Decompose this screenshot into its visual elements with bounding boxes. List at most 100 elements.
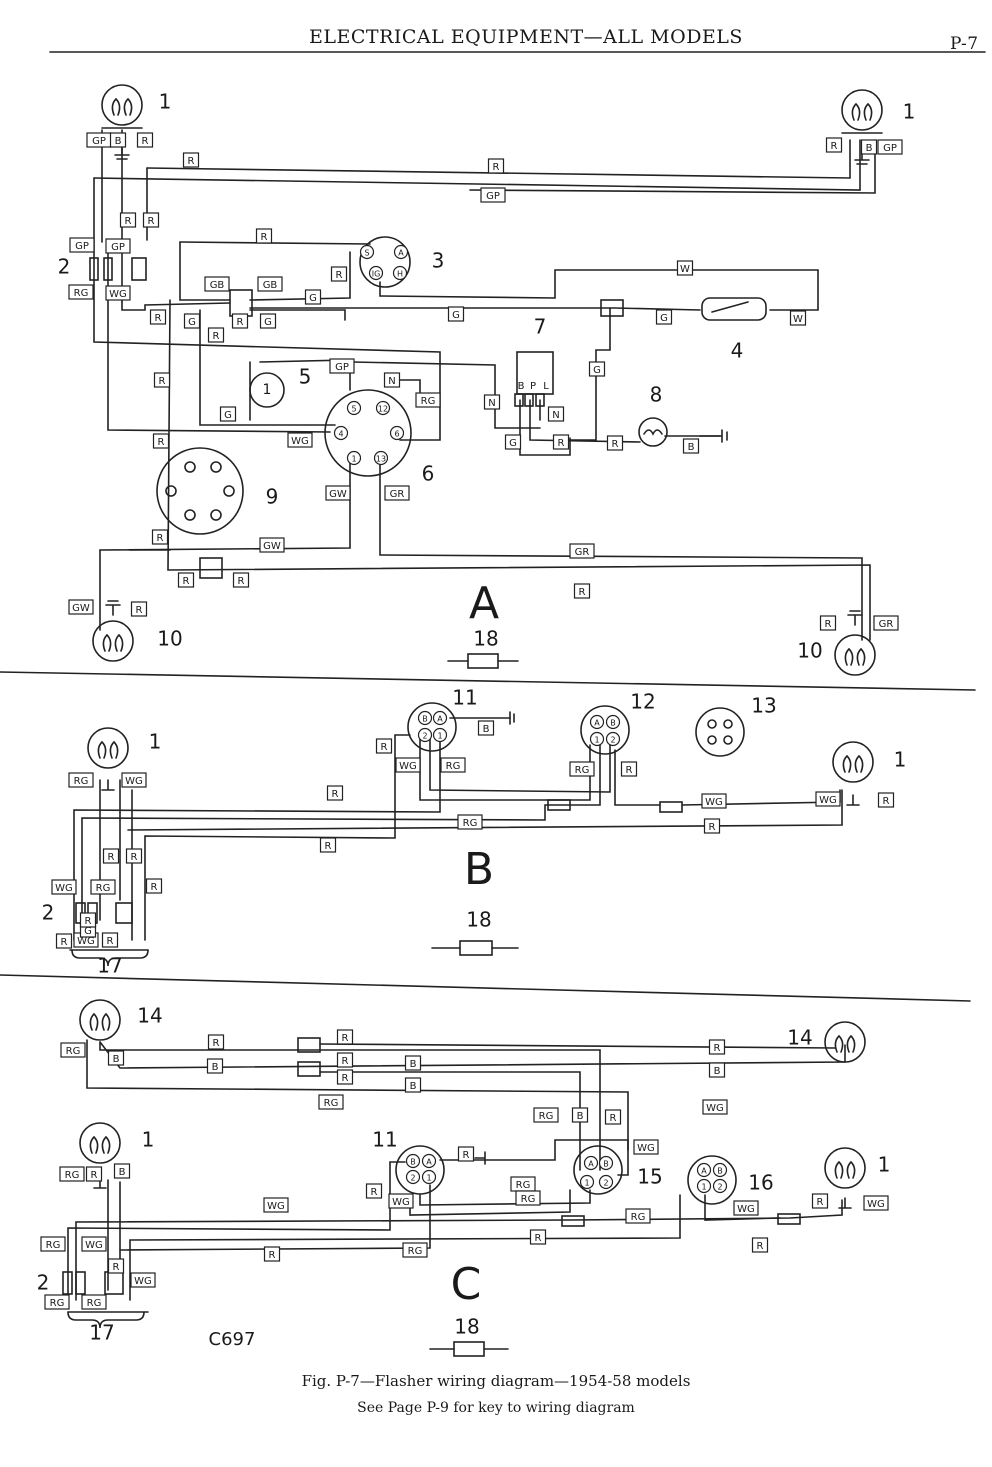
- wire-tag: B: [113, 1054, 120, 1065]
- wire-tag: WG: [77, 936, 95, 947]
- wire-tag-box: [633, 1139, 659, 1155]
- wire-tag-box: [183, 313, 201, 329]
- wire-tag-box: [55, 933, 73, 949]
- component-number: 11: [372, 1128, 397, 1152]
- wire-tag: R: [817, 1197, 824, 1208]
- wire-tag-box: [504, 434, 522, 450]
- wire-tag: B: [483, 724, 490, 735]
- wire-tag: GP: [335, 362, 349, 373]
- unit-terminal-ring: [375, 400, 391, 416]
- wire-tag: RG: [446, 761, 461, 772]
- sw12-terminal: 1: [594, 736, 599, 745]
- wire-tag-box: [402, 1242, 428, 1258]
- sw15-terminal-ring: [583, 1155, 599, 1171]
- wire-tag: R: [883, 796, 890, 807]
- wire-tag-box: [207, 1034, 225, 1050]
- connector-icon: [229, 289, 253, 317]
- wire-tag: GP: [883, 143, 897, 154]
- wire-tag-box: [819, 615, 837, 631]
- wire-tag: RG: [421, 396, 436, 407]
- wire-tag-box: [287, 432, 313, 448]
- panel-c-components: [62, 999, 866, 1357]
- earth-icon: [847, 610, 863, 626]
- earth-icon: [699, 429, 728, 443]
- wire-tag: G: [84, 926, 92, 937]
- wire-tag-box: [383, 372, 401, 388]
- wire-tag: R: [579, 587, 586, 598]
- wire-tag: WG: [109, 289, 127, 300]
- wire-tag-box: [51, 879, 77, 895]
- component-number: 14: [787, 1026, 812, 1050]
- wire-tag-box: [119, 212, 137, 228]
- wire-tag: R: [342, 1033, 349, 1044]
- wire-tag-box: [588, 361, 606, 377]
- component-number: 2: [37, 1271, 50, 1295]
- component-number: 18: [466, 908, 491, 932]
- page-number: P-7: [950, 34, 979, 54]
- fuse-icon: [62, 1271, 73, 1295]
- sw12-terminal-ring: [605, 714, 621, 730]
- wire-tag-box: [326, 785, 344, 801]
- wire-tag-box: [68, 284, 94, 300]
- component-number: 5: [299, 365, 312, 389]
- lamp-icon: [79, 999, 121, 1041]
- sw16-terminal-ring: [712, 1162, 728, 1178]
- wire-tag: R: [371, 1187, 378, 1198]
- wire-tag: RG: [408, 1246, 423, 1257]
- wire-tag-box: [395, 757, 421, 773]
- sw15-terminal-ring: [598, 1174, 614, 1190]
- wire-tag-box: [59, 1166, 85, 1182]
- wire-tag-box: [40, 1236, 66, 1252]
- wire-tag-box: [487, 158, 505, 174]
- wire-tag-box: [573, 583, 591, 599]
- wire-tag-box: [121, 772, 147, 788]
- wire-tag-box: [259, 537, 285, 553]
- flasher-terminal: P: [530, 381, 536, 392]
- wire-tag-box: [447, 306, 465, 322]
- bracket-17-icon: [67, 1311, 145, 1329]
- sw16-terminal: 2: [717, 1183, 722, 1192]
- component-number: 6: [422, 462, 435, 486]
- wire-tag-box: [177, 572, 195, 588]
- wire-tag-box: [702, 1099, 728, 1115]
- wire-tag-box: [60, 1042, 86, 1058]
- wire-tag: WG: [134, 1276, 152, 1287]
- sw11-terminal-ring: [421, 1169, 437, 1185]
- unit-terminal-ring: [333, 425, 349, 441]
- earth-icon: [101, 779, 115, 791]
- wire-tag-box: [102, 848, 120, 864]
- sw12-terminal: A: [594, 719, 600, 728]
- wire-tag-box: [255, 228, 273, 244]
- wire-tag: RG: [74, 288, 89, 299]
- wire-tag: R: [714, 1043, 721, 1054]
- wire-tag-box: [533, 1107, 559, 1123]
- wire-tag-box: [515, 1190, 541, 1206]
- earth-icon: [846, 794, 860, 806]
- sw11-terminal: B: [422, 715, 428, 724]
- wire-tag: RG: [96, 883, 111, 894]
- sw11-terminal: A: [437, 715, 443, 724]
- component-number: 11: [452, 686, 477, 710]
- component-number: 14: [137, 1004, 162, 1028]
- wire-tag: RG: [66, 1046, 81, 1057]
- wire-tag: B: [410, 1059, 417, 1070]
- component-number: 17: [89, 1321, 114, 1345]
- panel-b-wires: [69, 717, 843, 951]
- wire-tag: R: [463, 1150, 470, 1161]
- unused-socket-icon: [156, 447, 244, 535]
- sw15-terminal: 1: [584, 1179, 589, 1188]
- wire-tag: R: [183, 576, 190, 587]
- panel-a-components: [89, 84, 883, 676]
- wire-tag: N: [552, 410, 559, 421]
- component-number: 1: [159, 90, 172, 114]
- component-number: 2: [42, 901, 55, 925]
- wire-tag: WG: [267, 1201, 285, 1212]
- switch-terminal: H: [397, 270, 403, 279]
- wire-tag: RG: [539, 1111, 554, 1122]
- wire-tag-box: [625, 1208, 651, 1224]
- wire-tag: RG: [516, 1180, 531, 1191]
- wire-tag: R: [709, 822, 716, 833]
- wire-tag-box: [142, 212, 160, 228]
- wire-tag: WG: [399, 761, 417, 772]
- wire-tag: G: [309, 293, 317, 304]
